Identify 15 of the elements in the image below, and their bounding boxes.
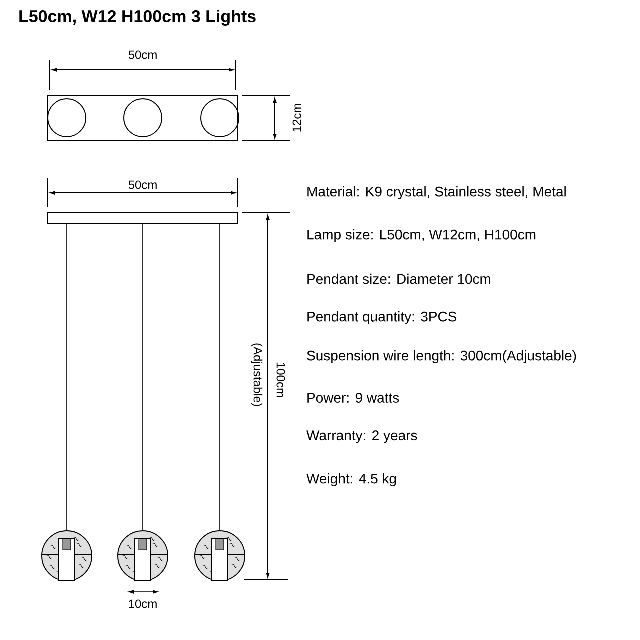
spec-text: Material: K9 crystal, Stainless steel, Metal [308, 186, 566, 200]
dimension-label: 50cm [128, 50, 157, 60]
spec-text: Weight: 4.5 kg [306, 473, 396, 487]
spec-text: Pendant quantity: 3PCS [308, 311, 457, 325]
spec-text: Suspension wire length: 300cm(Adjustable) [307, 350, 576, 364]
spec-text: Pendant size: Diameter 10cm [308, 274, 490, 284]
dimension-label: (Adjustable) [251, 344, 263, 406]
title: L50cm, W12 H100cm 3 Lights [20, 10, 256, 26]
dimension-label: 10cm [129, 600, 157, 608]
spec-text: Lamp size: L50cm, W12cm, H100cm [308, 229, 536, 243]
dimension-label: 100cm [276, 362, 286, 398]
dimension-label: 50cm [128, 180, 157, 190]
dimension-label: 12cm [292, 104, 302, 132]
spec-text: Power: 9 watts [308, 393, 400, 403]
spec-text: Warranty: 2 years [306, 430, 418, 444]
